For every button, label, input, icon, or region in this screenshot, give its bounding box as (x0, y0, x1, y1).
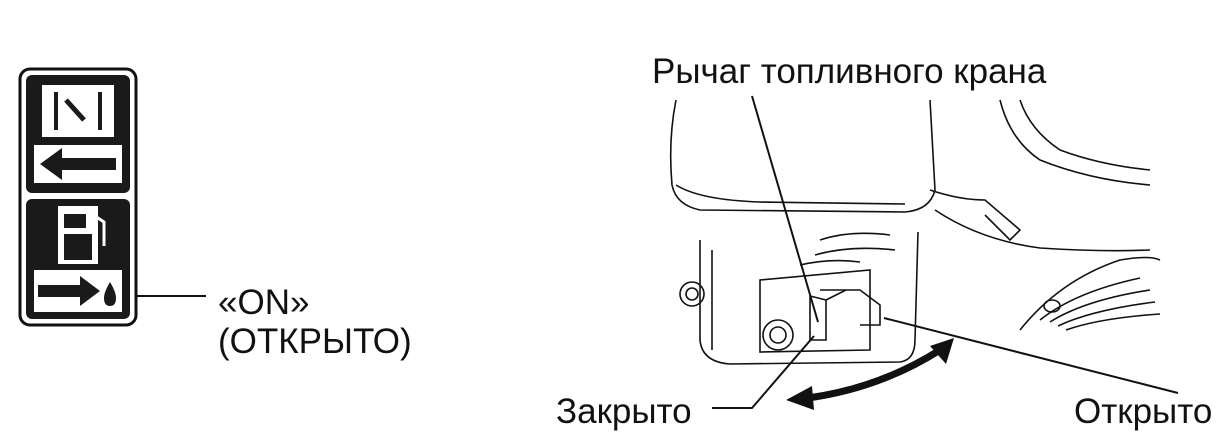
engine-drawing (671, 100, 1160, 364)
on-label: «ON» (218, 283, 309, 323)
fuel-valve-decal (20, 69, 206, 325)
arrow-left-icon (34, 145, 122, 183)
fuel-pump-icon (58, 206, 104, 264)
lever-leader-line (752, 96, 818, 322)
fuel-lever-label: Рычаг топливного крана (652, 52, 1046, 92)
closed-label: Закрыто (556, 392, 692, 432)
on-sub-label: (ОТКРЫТО) (218, 322, 412, 362)
fuel-valve-off-icon (42, 85, 114, 137)
open-label: Открыто (1074, 392, 1212, 432)
